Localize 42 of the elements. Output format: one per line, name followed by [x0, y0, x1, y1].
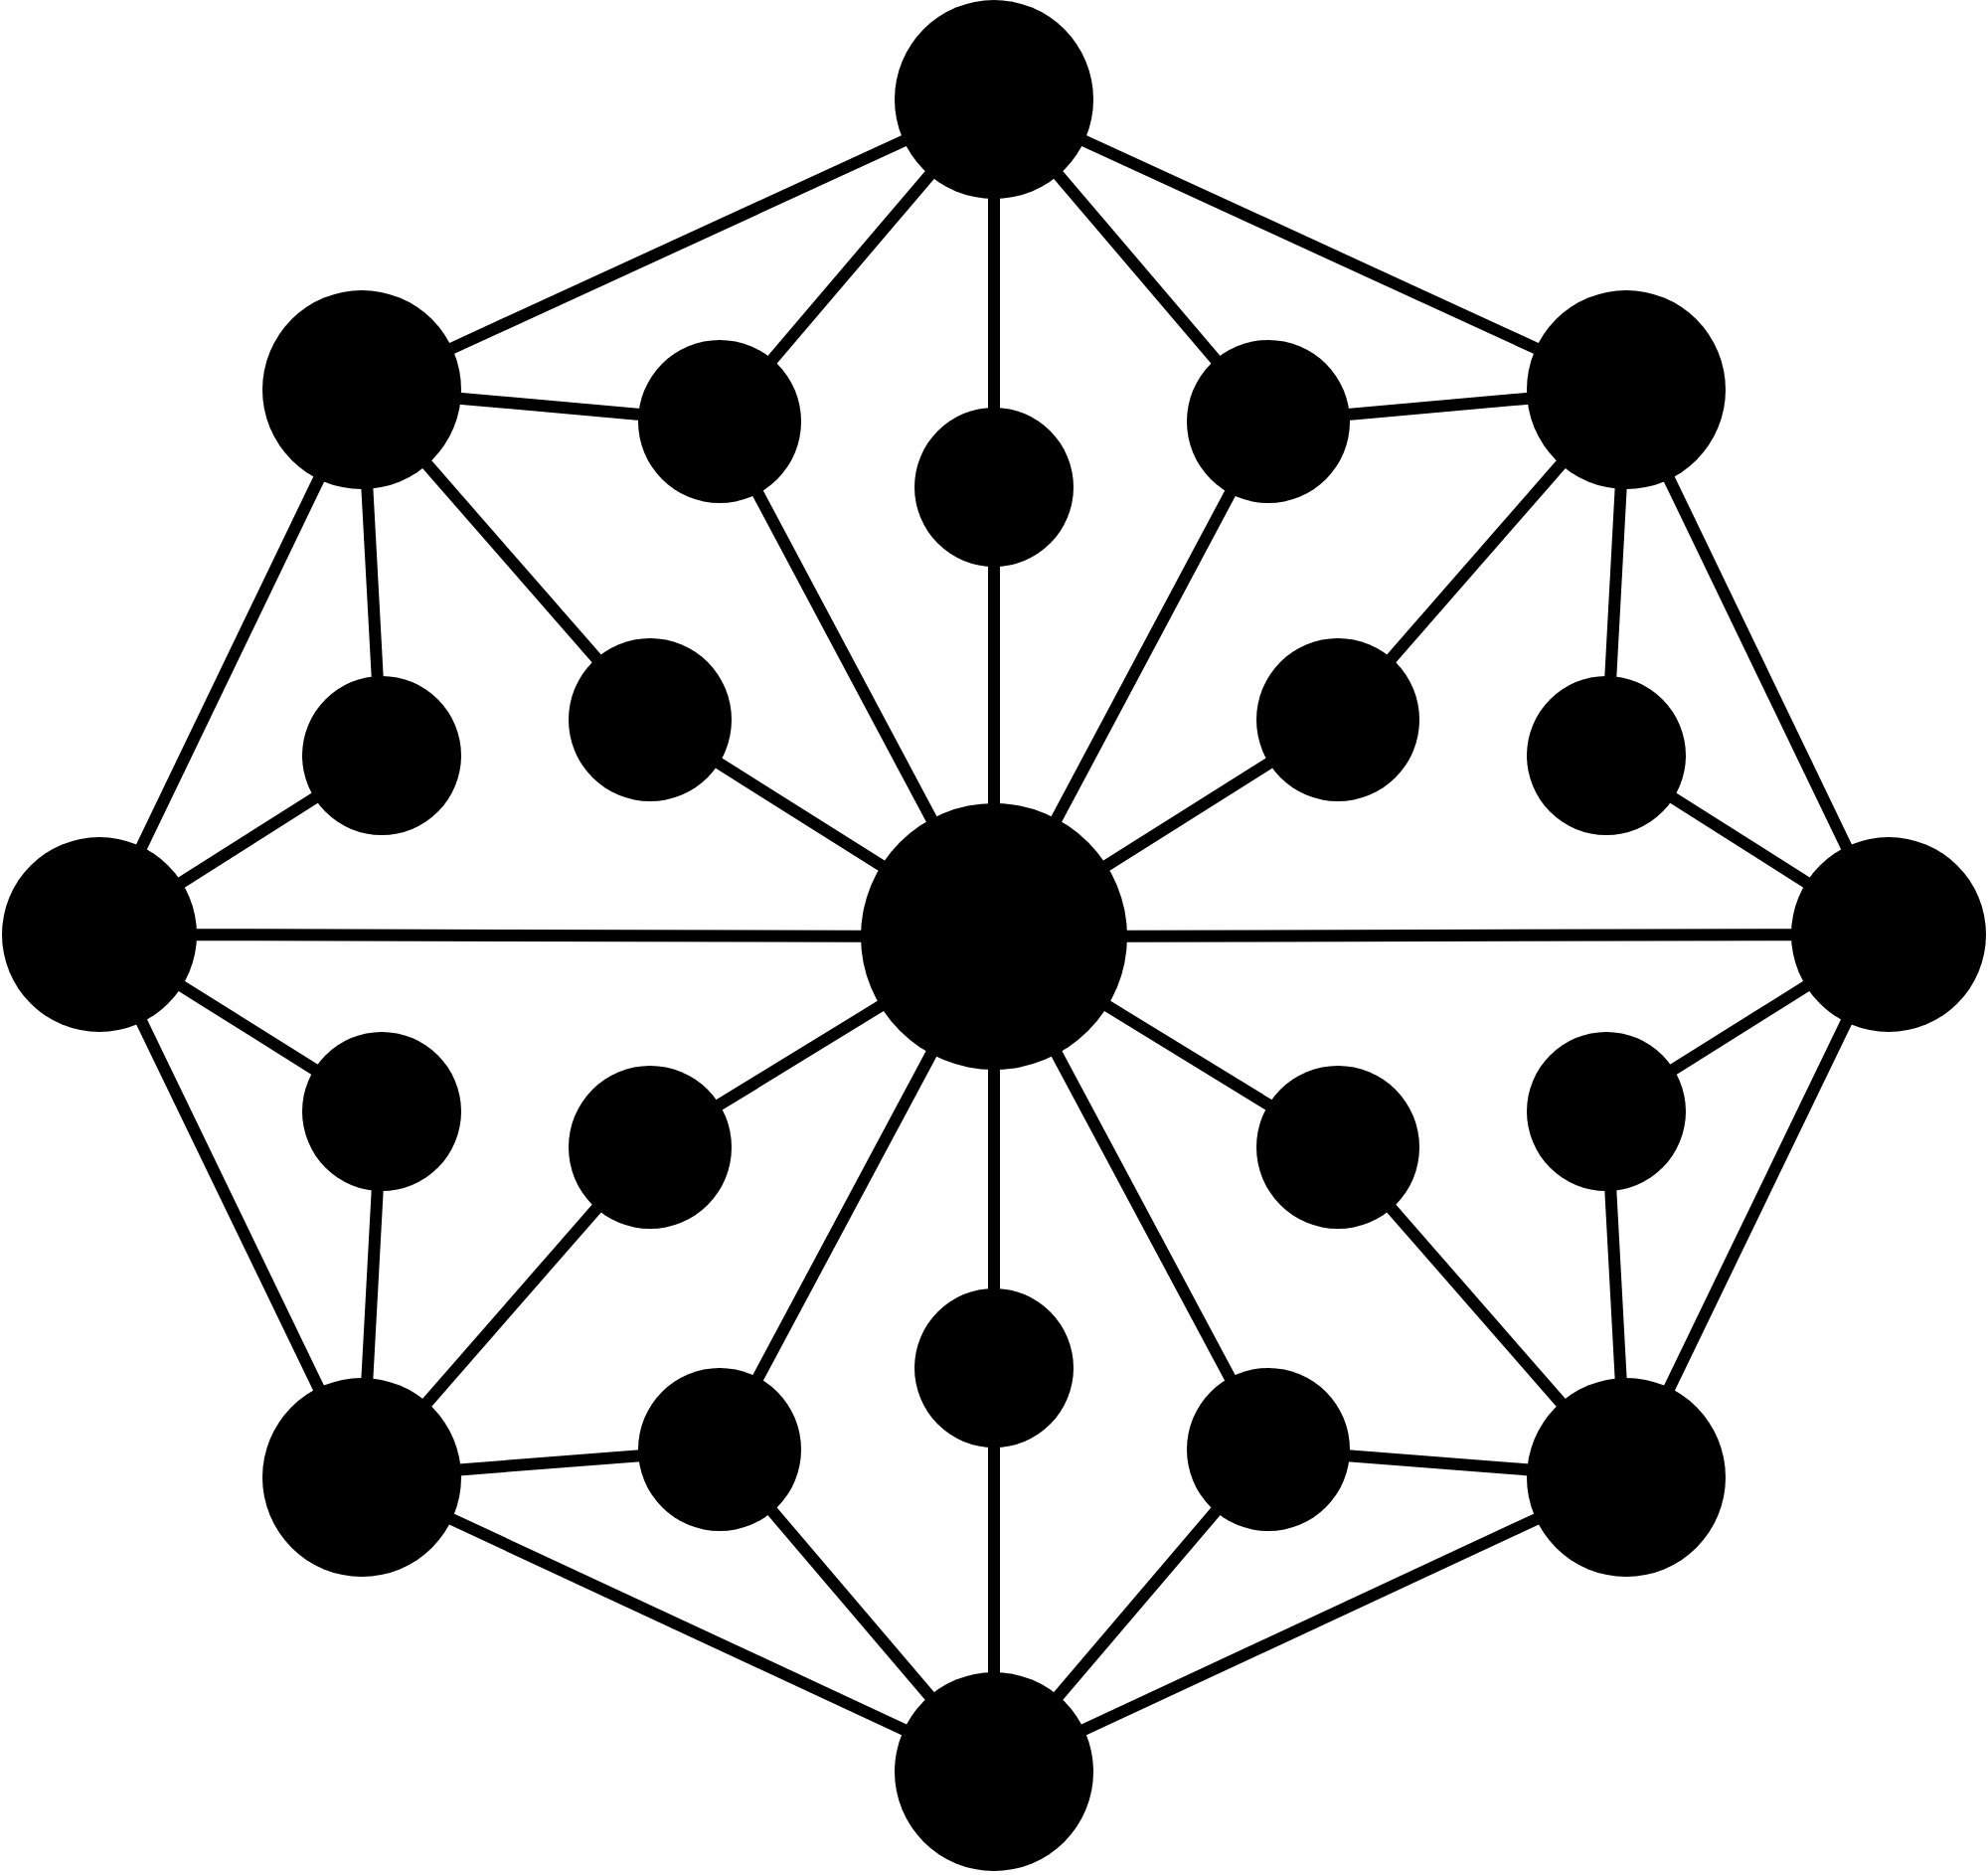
connector-line: [766, 1506, 936, 1702]
connector-line: [135, 474, 325, 852]
connector-line: [1668, 791, 1812, 889]
connector-line: [420, 458, 602, 664]
connector-line: [751, 488, 938, 824]
connector-line: [195, 929, 863, 942]
connector-line: [458, 1449, 641, 1476]
connector-line: [1079, 134, 1541, 355]
connector-line: [420, 1203, 602, 1409]
connector-line: [714, 757, 887, 872]
connector-line: [988, 565, 1000, 805]
connector-line: [1663, 474, 1853, 852]
connector-line: [1102, 999, 1273, 1111]
connector-line: [177, 979, 320, 1076]
connector-line: [176, 791, 320, 889]
connector-line: [1052, 1506, 1222, 1702]
connector-line: [1125, 929, 1793, 942]
connector-line: [766, 169, 936, 365]
connector-line: [1050, 1049, 1237, 1383]
connector-line: [751, 1049, 938, 1383]
connector-line: [715, 999, 886, 1111]
connector-line: [1052, 169, 1222, 365]
connector-line: [458, 392, 641, 421]
connector-line: [1347, 392, 1530, 421]
connector-line: [1079, 1512, 1541, 1737]
connector-line: [1386, 458, 1568, 664]
connector-line: [361, 1188, 384, 1381]
connector-line: [135, 1017, 325, 1393]
connector-line: [361, 486, 384, 679]
connector-line: [447, 1512, 909, 1737]
connector-line: [1604, 486, 1627, 679]
connector-line: [1101, 757, 1274, 872]
connector-line: [1050, 488, 1237, 824]
connector-line: [988, 1068, 1000, 1290]
connector-line: [1604, 1188, 1627, 1381]
connector-line: [988, 1446, 1000, 1674]
connector-line: [1386, 1203, 1568, 1409]
connector-line: [988, 197, 1000, 410]
connector-line: [1668, 979, 1811, 1076]
connector-line: [1347, 1449, 1530, 1476]
connector-line: [447, 134, 909, 355]
connector-line: [1663, 1017, 1853, 1393]
